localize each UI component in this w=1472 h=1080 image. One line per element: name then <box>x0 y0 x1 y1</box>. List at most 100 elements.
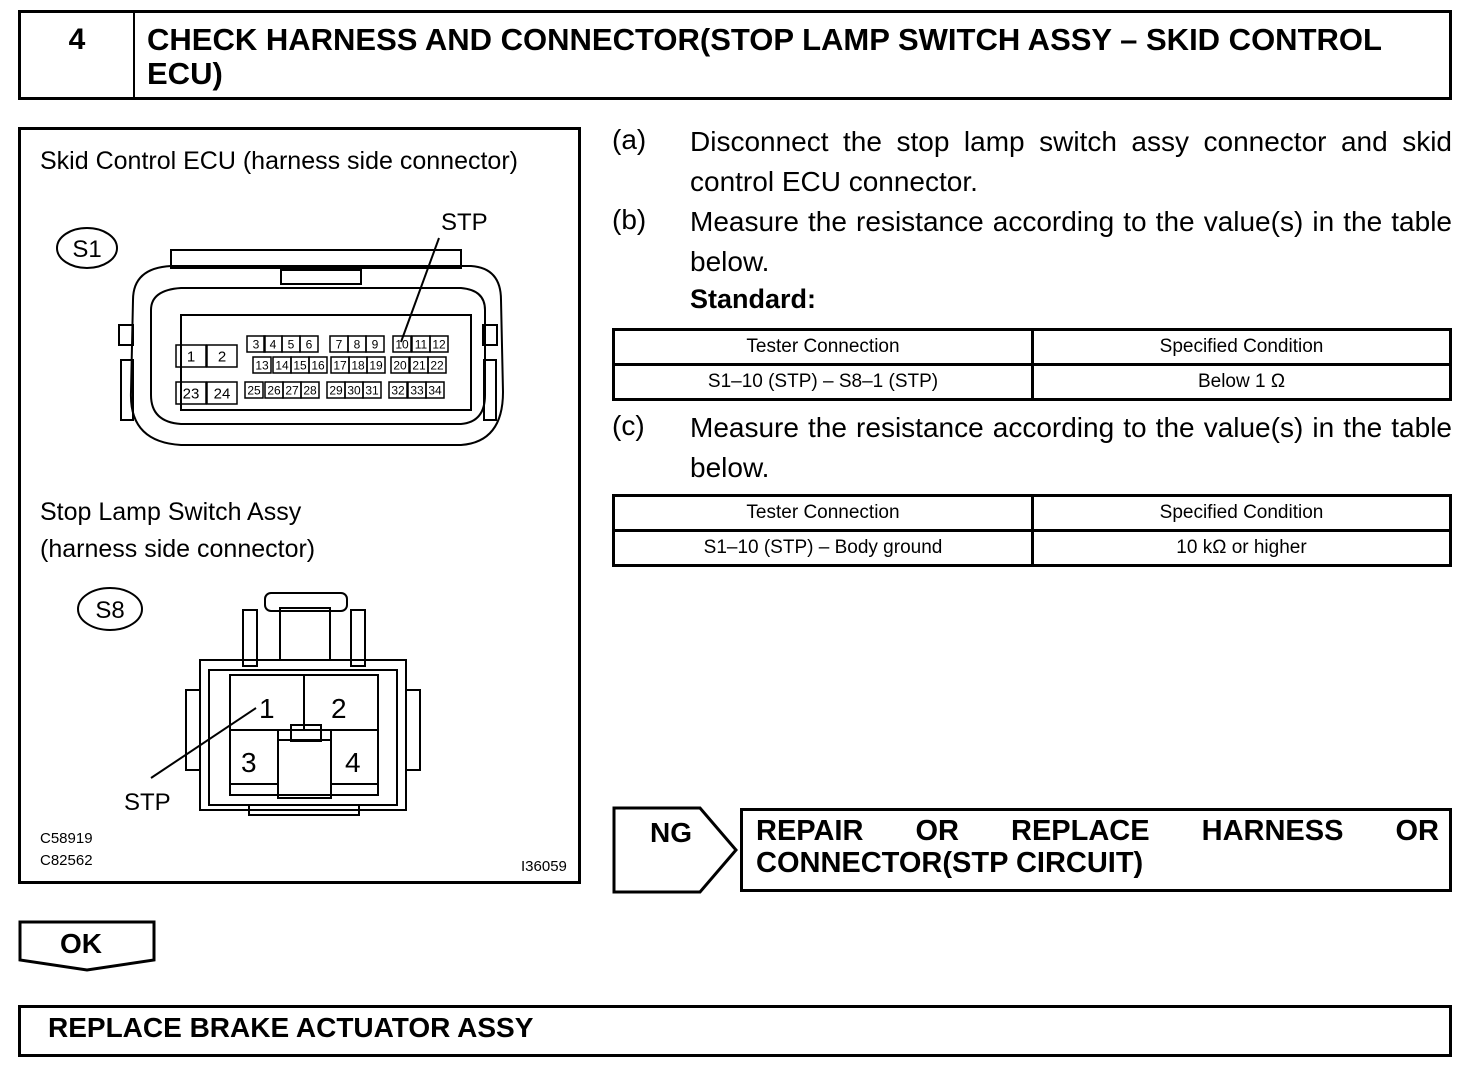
ecu-pin-cell <box>206 344 238 368</box>
ecu-pin-cell <box>299 335 319 353</box>
ecu-pin-cell <box>206 381 238 405</box>
ok-label: OK <box>60 928 102 959</box>
instruction-b-letter: (b) <box>612 204 647 235</box>
ng-arrow-box <box>612 806 738 894</box>
ecu-pin-cell <box>390 356 410 374</box>
ecu-pin-23: 23 <box>183 385 200 402</box>
figure-code-1: C58919 <box>40 830 93 847</box>
ecu-pin-16: 16 <box>311 358 325 372</box>
ecu-connector-id: S1 <box>72 236 101 263</box>
instruction-c-letter: (c) <box>612 410 645 441</box>
ecu-pin-2: 2 <box>218 348 226 365</box>
ecu-pin-22: 22 <box>430 358 444 372</box>
ecu-pin-34: 34 <box>428 383 442 397</box>
ecu-pin-5: 5 <box>288 337 295 351</box>
ecu-pin-cell <box>175 381 207 405</box>
ecu-pin-cell <box>175 344 207 368</box>
figure-code-2: C82562 <box>40 852 93 869</box>
ecu-pin-13: 13 <box>255 358 269 372</box>
ecu-pin-30: 30 <box>347 383 361 397</box>
ecu-pin-25: 25 <box>247 383 261 397</box>
table-header-row: Tester Connection Specified Condition <box>612 494 1452 532</box>
step-title: CHECK HARNESS AND CONNECTOR(STOP LAMP SW… <box>147 22 1382 91</box>
ecu-pin-cell <box>429 335 449 353</box>
instruction-c-text: Measure the resistance according to the … <box>690 412 1452 483</box>
ecu-pin-11: 11 <box>415 337 428 351</box>
ecu-pin-cell <box>362 381 382 399</box>
table-header: Tester Connection <box>612 494 1034 532</box>
ecu-pin-31: 31 <box>365 383 379 397</box>
ecu-pin-26: 26 <box>267 383 281 397</box>
ecu-pin-cell <box>300 381 320 399</box>
figure-id: I36059 <box>521 858 567 875</box>
ecu-connector-label: Skid Control ECU (harness side connector… <box>40 147 518 175</box>
switch-stp-label: STP <box>124 789 171 816</box>
step-number: 4 <box>21 13 135 97</box>
ng-label: NG <box>650 817 692 848</box>
table-cell: S1–10 (STP) – S8–1 (STP) <box>612 363 1034 401</box>
ecu-pin-cell <box>366 356 386 374</box>
switch-pin-4: 4 <box>345 747 361 778</box>
ecu-pin-9: 9 <box>372 337 379 351</box>
ecu-pin-6: 6 <box>306 337 313 351</box>
ecu-pin-33: 33 <box>410 383 424 397</box>
ecu-pin-cell <box>425 381 445 399</box>
table-cell: 10 kΩ or higher <box>1031 529 1452 567</box>
resistance-table-2: Tester Connection Specified Condition S1… <box>612 494 1452 567</box>
table-cell: S1–10 (STP) – Body ground <box>612 529 1034 567</box>
standard-label: Standard: <box>690 284 817 314</box>
table-row: S1–10 (STP) – S8–1 (STP) Below 1 Ω <box>612 363 1452 401</box>
ecu-pin-29: 29 <box>329 383 343 397</box>
table-header: Specified Condition <box>1031 328 1452 366</box>
ecu-pin-cell <box>388 381 408 399</box>
step-header: 4 CHECK HARNESS AND CONNECTOR(STOP LAMP … <box>18 10 1452 100</box>
ecu-pin-15: 15 <box>293 358 307 372</box>
switch-pin-1: 1 <box>259 693 275 724</box>
ecu-pin-1: 1 <box>187 348 195 365</box>
ecu-pin-8: 8 <box>354 337 361 351</box>
table-row: S1–10 (STP) – Body ground 10 kΩ or highe… <box>612 529 1452 567</box>
ecu-pin-4: 4 <box>270 337 277 351</box>
ok-arrow-box <box>18 920 156 972</box>
ecu-pin-28: 28 <box>303 383 317 397</box>
ecu-pin-19: 19 <box>369 358 383 372</box>
ok-result-text: REPLACE BRAKE ACTUATOR ASSY <box>48 1012 534 1043</box>
ecu-pin-12: 12 <box>432 337 446 351</box>
switch-pin-3: 3 <box>241 747 257 778</box>
switch-connector-body <box>185 592 421 816</box>
ecu-pin-24: 24 <box>214 385 231 402</box>
resistance-table-1: Tester Connection Specified Condition S1… <box>612 328 1452 401</box>
table-header-row: Tester Connection Specified Condition <box>612 328 1452 366</box>
ecu-pin-27: 27 <box>285 383 299 397</box>
ecu-pin-cell <box>244 381 264 399</box>
ng-result-box <box>740 808 1452 892</box>
ecu-pin-20: 20 <box>393 358 407 372</box>
table-cell: Below 1 Ω <box>1031 363 1452 401</box>
ecu-pin-3: 3 <box>253 337 260 351</box>
ng-result-text: REPAIR OR REPLACE HARNESS OR CONNECTOR(S… <box>756 815 1439 879</box>
ecu-pin-7: 7 <box>336 337 343 351</box>
ecu-pin-cell <box>308 356 328 374</box>
instruction-a-letter: (a) <box>612 124 647 155</box>
ecu-stp-label: STP <box>441 209 488 236</box>
ecu-pin-17: 17 <box>333 358 347 372</box>
ecu-pin-14: 14 <box>275 358 289 372</box>
ok-result-box <box>18 1005 1452 1057</box>
switch-pin-2: 2 <box>331 693 347 724</box>
switch-connector-label-1: Stop Lamp Switch Assy <box>40 498 302 526</box>
ecu-pin-cell <box>252 356 272 374</box>
connector-figure: Skid Control ECU (harness side connector… <box>18 127 581 884</box>
ecu-pin-cell <box>365 335 385 353</box>
instruction-a-text: Disconnect the stop lamp switch assy con… <box>690 126 1452 197</box>
ecu-pin-cell <box>427 356 447 374</box>
ecu-pin-32: 32 <box>391 383 405 397</box>
ecu-pin-21: 21 <box>412 358 426 372</box>
table-header: Specified Condition <box>1031 494 1452 532</box>
ecu-pin-10: 10 <box>395 337 409 351</box>
ecu-pin-18: 18 <box>351 358 365 372</box>
ecu-connector-body <box>118 249 505 446</box>
switch-connector-label-2: (harness side connector) <box>40 535 316 563</box>
switch-connector-id: S8 <box>95 597 124 624</box>
ecu-pin-cell <box>392 335 412 353</box>
